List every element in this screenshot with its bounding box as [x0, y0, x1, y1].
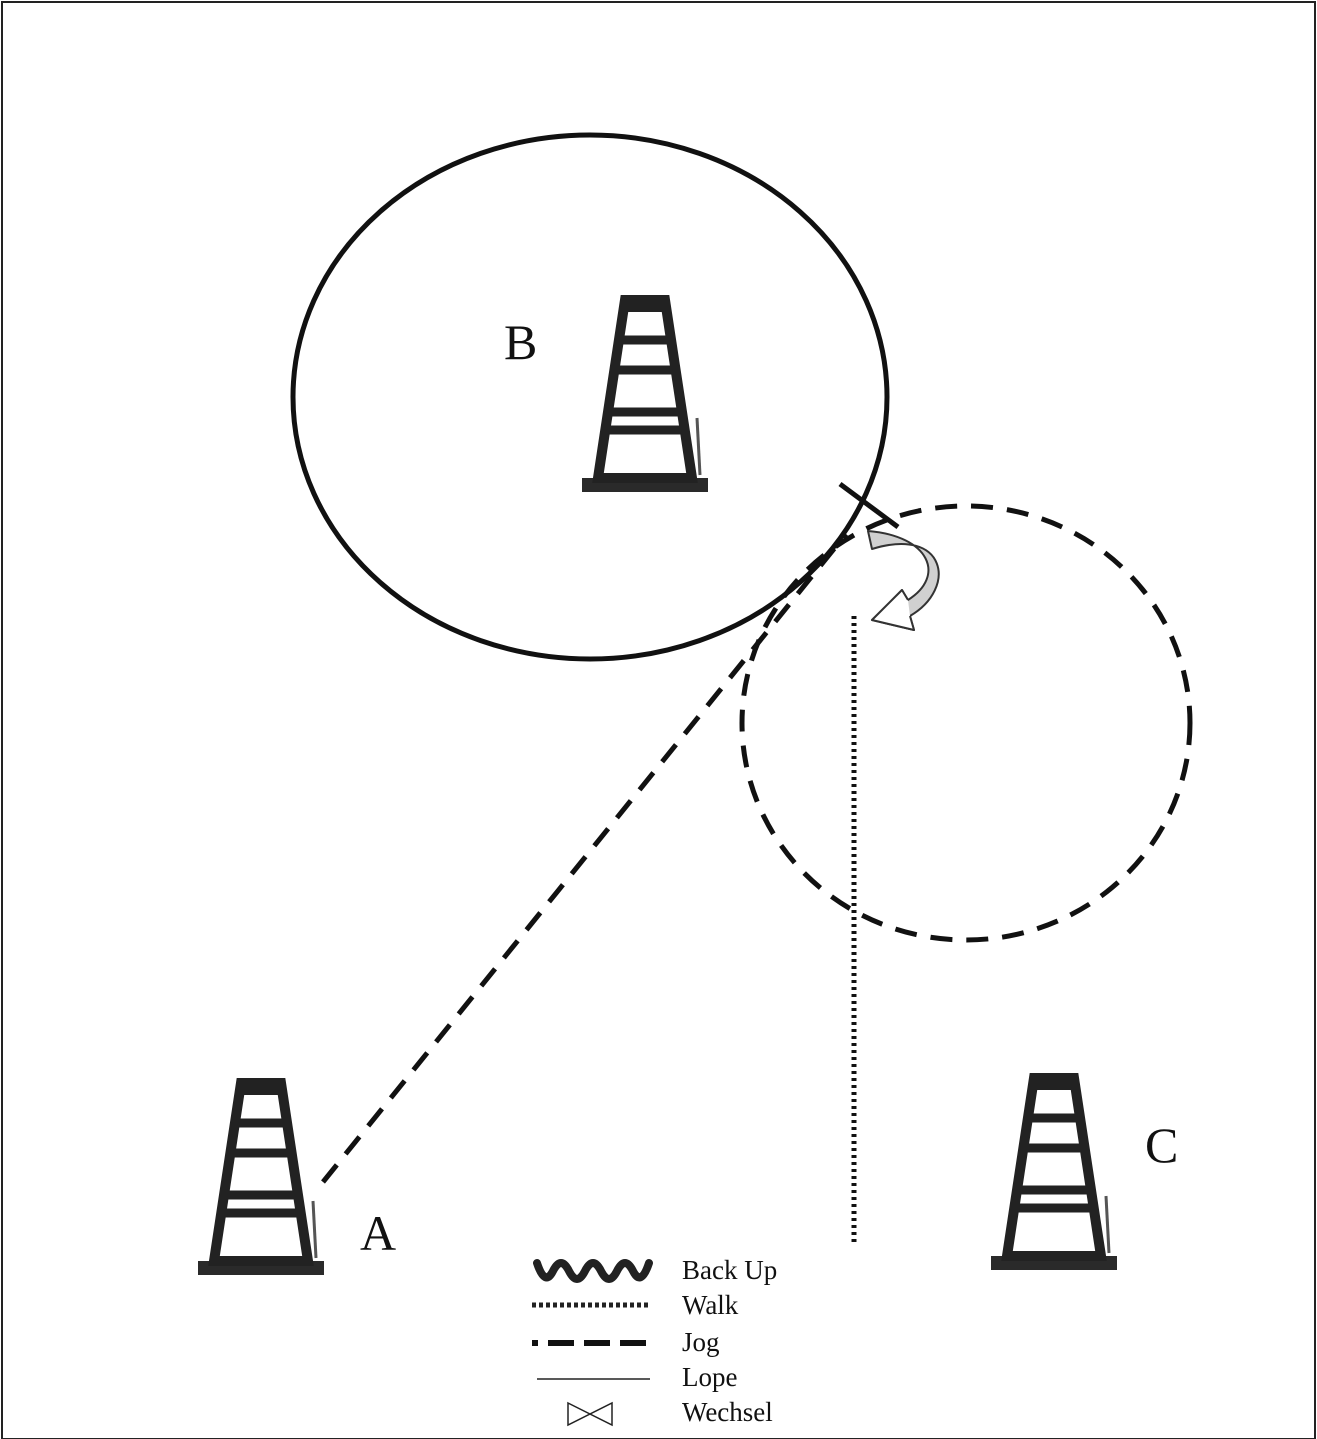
cone-c-icon [991, 1078, 1117, 1270]
legend-wechsel-label: Wechsel [682, 1397, 773, 1427]
cone-a-icon [198, 1083, 324, 1275]
legend-lope-label: Lope [682, 1362, 737, 1392]
jog-circle [739, 503, 1193, 943]
legend-jog-label: Jog [682, 1327, 720, 1357]
cone-b-icon [582, 300, 708, 492]
jog-line-a-to-b [321, 532, 848, 1184]
legend-back-up-label: Back Up [682, 1255, 777, 1285]
cone-b-label: B [504, 314, 537, 370]
lope-circle [290, 132, 890, 662]
legend-wechsel-icon [567, 1401, 613, 1427]
legend-back-up-swatch [533, 1259, 653, 1283]
legend: Back Up Walk Jog Lope Wechsel [532, 1255, 777, 1427]
legend-walk-label: Walk [682, 1290, 739, 1320]
lope-segment [838, 481, 900, 530]
cone-c-label: C [1145, 1117, 1178, 1173]
turn-arrow-icon [867, 530, 940, 631]
cone-a-label: A [360, 1205, 396, 1261]
